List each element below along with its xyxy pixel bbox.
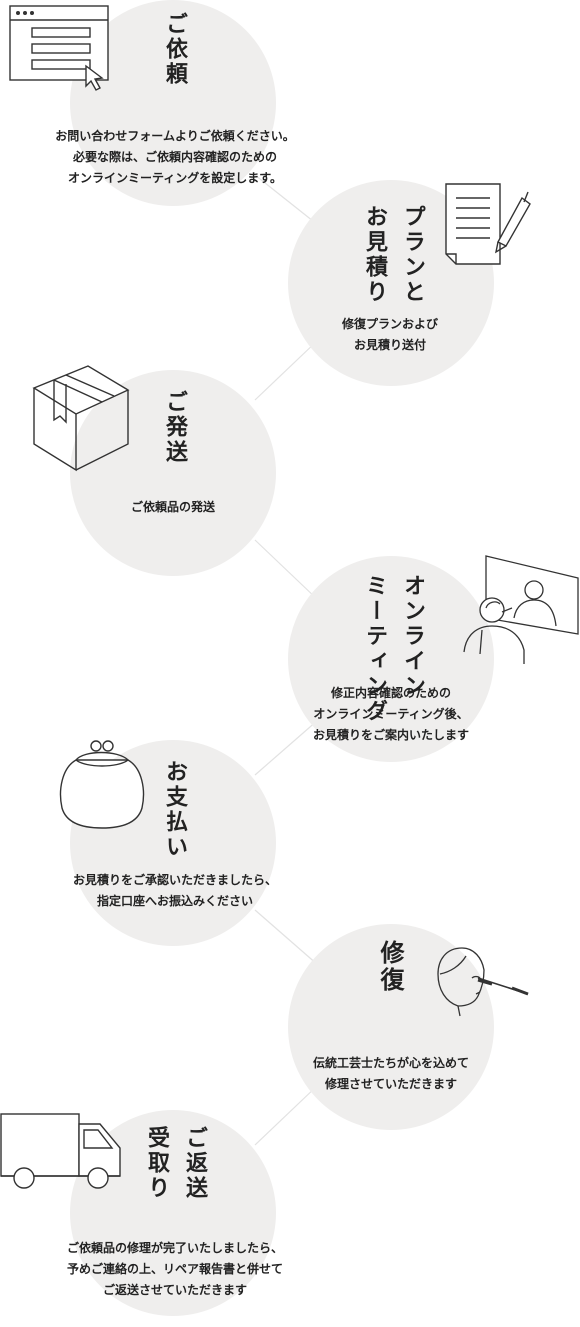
step-ship-circle [70, 370, 276, 576]
step-payment-title: お支払い [162, 760, 188, 860]
step-request-title: ご依頼 [162, 12, 188, 87]
step-ship-desc: ご依頼品の発送 [93, 497, 253, 518]
step-payment-desc-line: 指定口座へお振込みください [96, 894, 253, 908]
step-repair-title: 修復 [376, 940, 405, 994]
online-meeting-icon [460, 554, 580, 674]
step-meeting-desc-line: 修正内容確認のための [330, 686, 451, 700]
step-payment-desc: お見積りをご承認いただきましたら、 指定口座へお振込みください [40, 870, 310, 912]
step-return-title-col1: ご返送 [182, 1126, 208, 1201]
step-request-desc-line: オンラインミーティングを設定します。 [67, 171, 283, 185]
step-plan-title-col1: プランと [400, 205, 426, 305]
box-icon [30, 360, 134, 474]
step-plan-title-col2: お見積り [362, 205, 388, 305]
step-repair-circle [288, 924, 494, 1130]
step-return-title: ご返送 受取り [142, 1126, 210, 1201]
step-return-desc: ご依頼品の修理が完了いたしましたら、 予めご連絡の上、リペア報告書と併せて ご返… [30, 1238, 320, 1301]
step-meeting-desc: 修正内容確認のための オンラインミーティング後、 お見積りをご案内いたします [288, 683, 494, 746]
doll-face-brush-icon [432, 944, 532, 1020]
browser-form-icon [8, 2, 112, 94]
step-plan-desc-line: お見積り送付 [353, 338, 426, 352]
step-repair-desc-line: 修理させていただきます [324, 1077, 457, 1091]
coin-purse-icon [54, 738, 150, 834]
document-pen-icon [440, 180, 536, 270]
step-plan-title: プランと お見積り [360, 205, 428, 305]
step-repair-desc-line: 伝統工芸士たちが心を込めて [312, 1056, 469, 1070]
step-return-title-col2: 受取り [144, 1126, 170, 1201]
step-ship-desc-line: ご依頼品の発送 [130, 500, 215, 514]
step-plan-desc: 修復プランおよび お見積り送付 [300, 314, 480, 356]
step-meeting-desc-line: オンラインミーティング後、 [313, 707, 469, 721]
step-ship-title: ご発送 [162, 390, 188, 465]
step-meeting-title-col2: ミーティング [362, 574, 388, 724]
step-return-desc-line: ご返送させていただきます [102, 1283, 247, 1297]
step-payment-desc-line: お見積りをご承認いただきましたら、 [72, 873, 277, 887]
truck-icon [0, 1110, 126, 1192]
step-request-desc-line: お問い合わせフォームよりご依頼ください。 [55, 129, 295, 143]
step-plan-desc-line: 修復プランおよび [341, 317, 438, 331]
step-meeting-title: オンライン ミーティング [360, 574, 428, 724]
step-meeting-circle [288, 556, 494, 762]
step-repair-desc: 伝統工芸士たちが心を込めて 修理させていただきます [288, 1053, 494, 1095]
step-request-desc: お問い合わせフォームよりご依頼ください。 必要な際は、ご依頼内容確認のための オ… [40, 126, 310, 189]
step-return-desc-line: ご依頼品の修理が完了いたしましたら、 [66, 1241, 283, 1255]
step-request-desc-line: 必要な際は、ご依頼内容確認のための [72, 150, 277, 164]
step-meeting-desc-line: お見積りをご案内いたします [312, 728, 469, 742]
step-meeting-title-col1: オンライン [400, 574, 426, 699]
step-return-desc-line: 予めご連絡の上、リペア報告書と併せて [66, 1262, 283, 1276]
